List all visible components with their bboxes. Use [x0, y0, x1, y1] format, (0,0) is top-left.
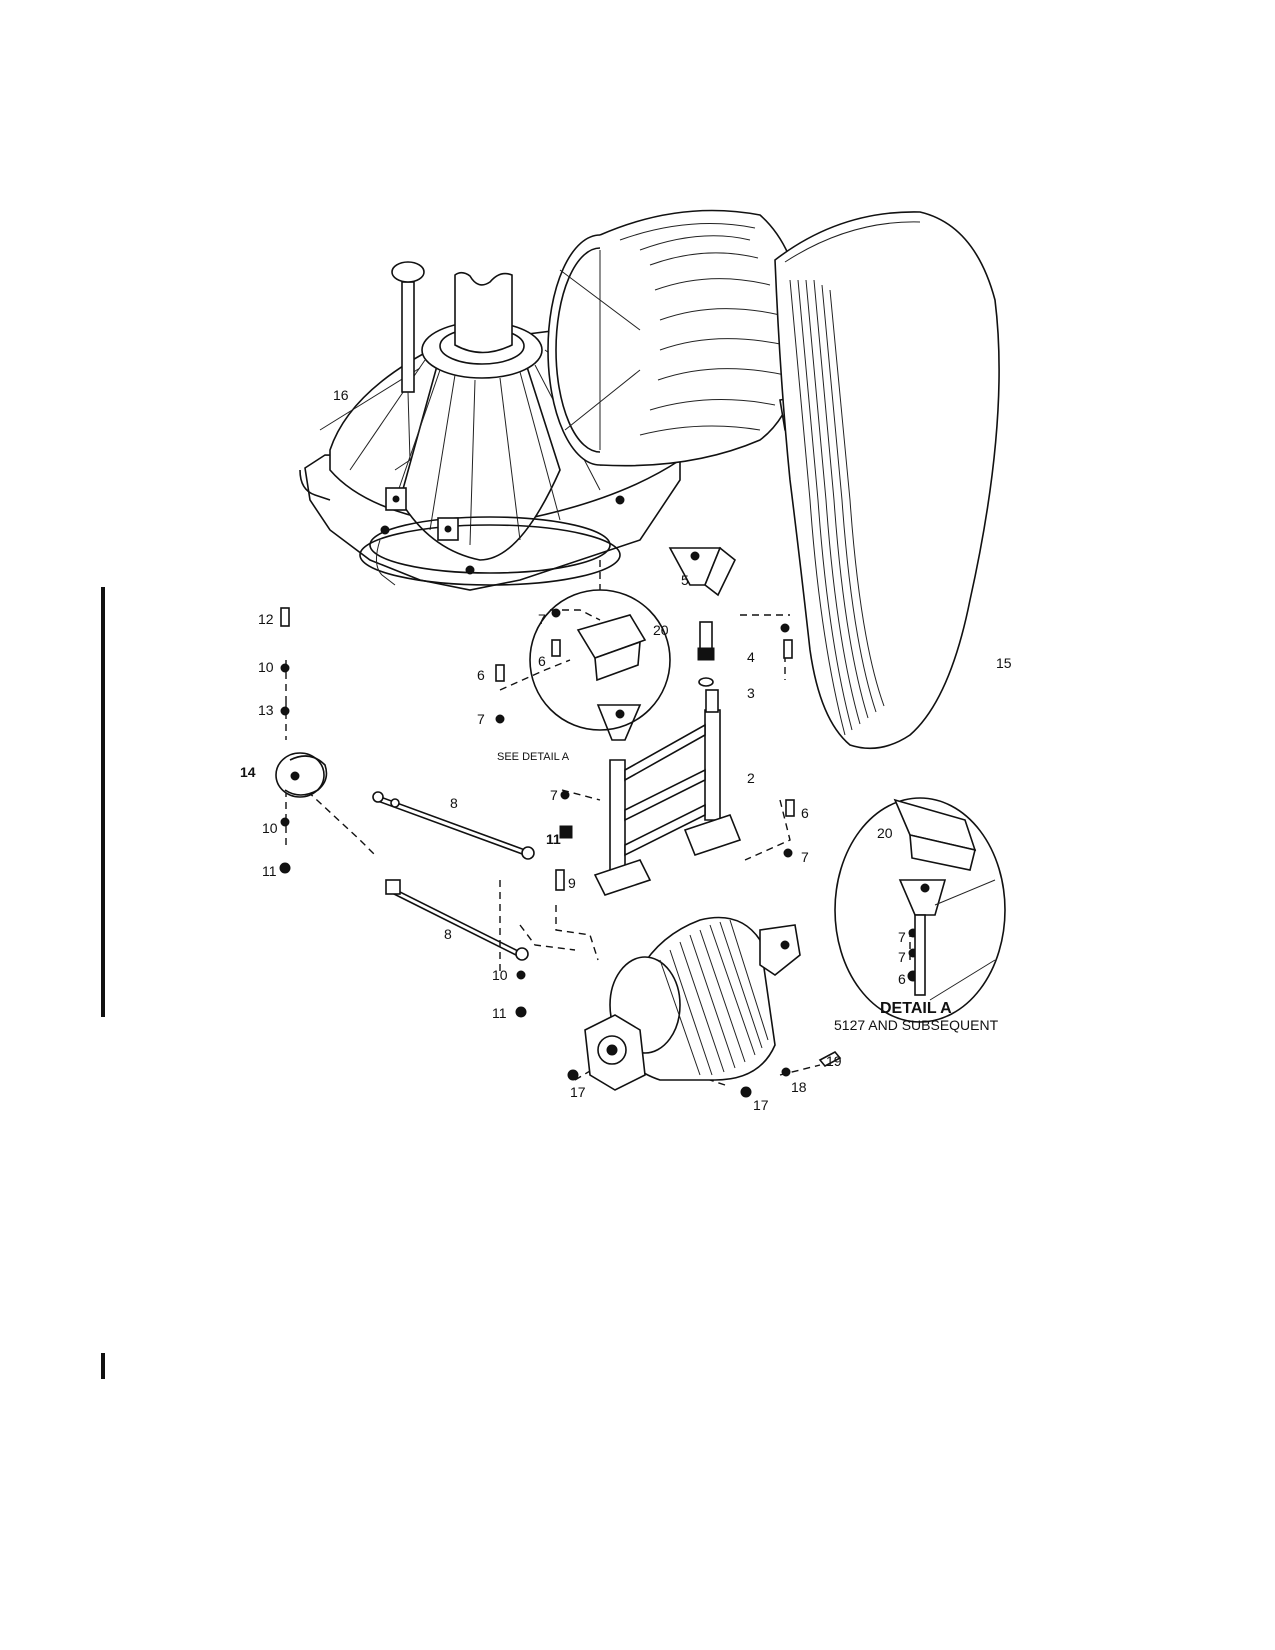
callout-14: 14 — [240, 764, 256, 780]
drive-belt — [774, 211, 1000, 750]
callout-7: 7 — [538, 611, 546, 627]
bracket-5 — [668, 546, 736, 597]
callout-12: 12 — [258, 611, 274, 627]
callout-11: 11 — [492, 1005, 507, 1021]
callout-10: 10 — [262, 820, 278, 836]
callout-3: 3 — [747, 685, 755, 701]
callout-7: 7 — [898, 929, 906, 945]
callout-9: 9 — [568, 875, 576, 891]
callout-6: 6 — [898, 971, 906, 987]
callout-8: 8 — [444, 926, 452, 942]
sensor-14 — [275, 752, 328, 798]
callout-6: 6 — [477, 667, 485, 683]
callout-7: 7 — [477, 711, 485, 727]
callout-11: 11 — [546, 831, 561, 847]
detail-a-subtitle: 5127 AND SUBSEQUENT — [834, 1017, 999, 1033]
callout-6: 6 — [801, 805, 809, 821]
detail-a-inset — [834, 797, 1006, 1023]
callout-4: 4 — [747, 649, 755, 665]
change-bar-lower — [101, 1353, 105, 1379]
callout-7: 7 — [550, 787, 558, 803]
callout-6: 6 — [538, 653, 546, 669]
callout-18: 18 — [791, 1079, 807, 1095]
driven-pulley — [547, 209, 821, 467]
callout-11: 11 — [262, 863, 277, 879]
motor-assembly — [584, 916, 801, 1091]
callout-10: 10 — [258, 659, 274, 675]
callout-17: 17 — [570, 1084, 586, 1100]
callout-7: 7 — [898, 949, 906, 965]
mounting-stand — [593, 689, 742, 896]
callout-19: 19 — [826, 1053, 842, 1069]
callout-8: 8 — [450, 795, 458, 811]
callout-13: 13 — [258, 702, 274, 718]
change-bar-upper — [101, 587, 105, 1017]
tie-rods-8 — [372, 791, 535, 961]
callout-20: 20 — [653, 622, 669, 638]
callout-10: 10 — [492, 967, 508, 983]
callout-5: 5 — [681, 572, 689, 588]
callout-15: 15 — [996, 655, 1012, 671]
stud-4 — [697, 621, 715, 661]
detail-a-title: DETAIL A — [880, 1000, 952, 1017]
callout-labels: 16 15 5 20 4 3 2 12 10 13 14 10 11 7 6 6… — [240, 387, 1012, 1113]
callout-7: 7 — [801, 849, 809, 865]
washer-3 — [698, 677, 714, 687]
callout-20: 20 — [877, 825, 893, 841]
callout-17: 17 — [753, 1097, 769, 1113]
see-detail-a-label: SEE DETAIL A — [497, 751, 570, 763]
callout-2: 2 — [747, 770, 755, 786]
callout-16: 16 — [333, 387, 349, 403]
hardware-small-parts — [279, 607, 919, 1098]
